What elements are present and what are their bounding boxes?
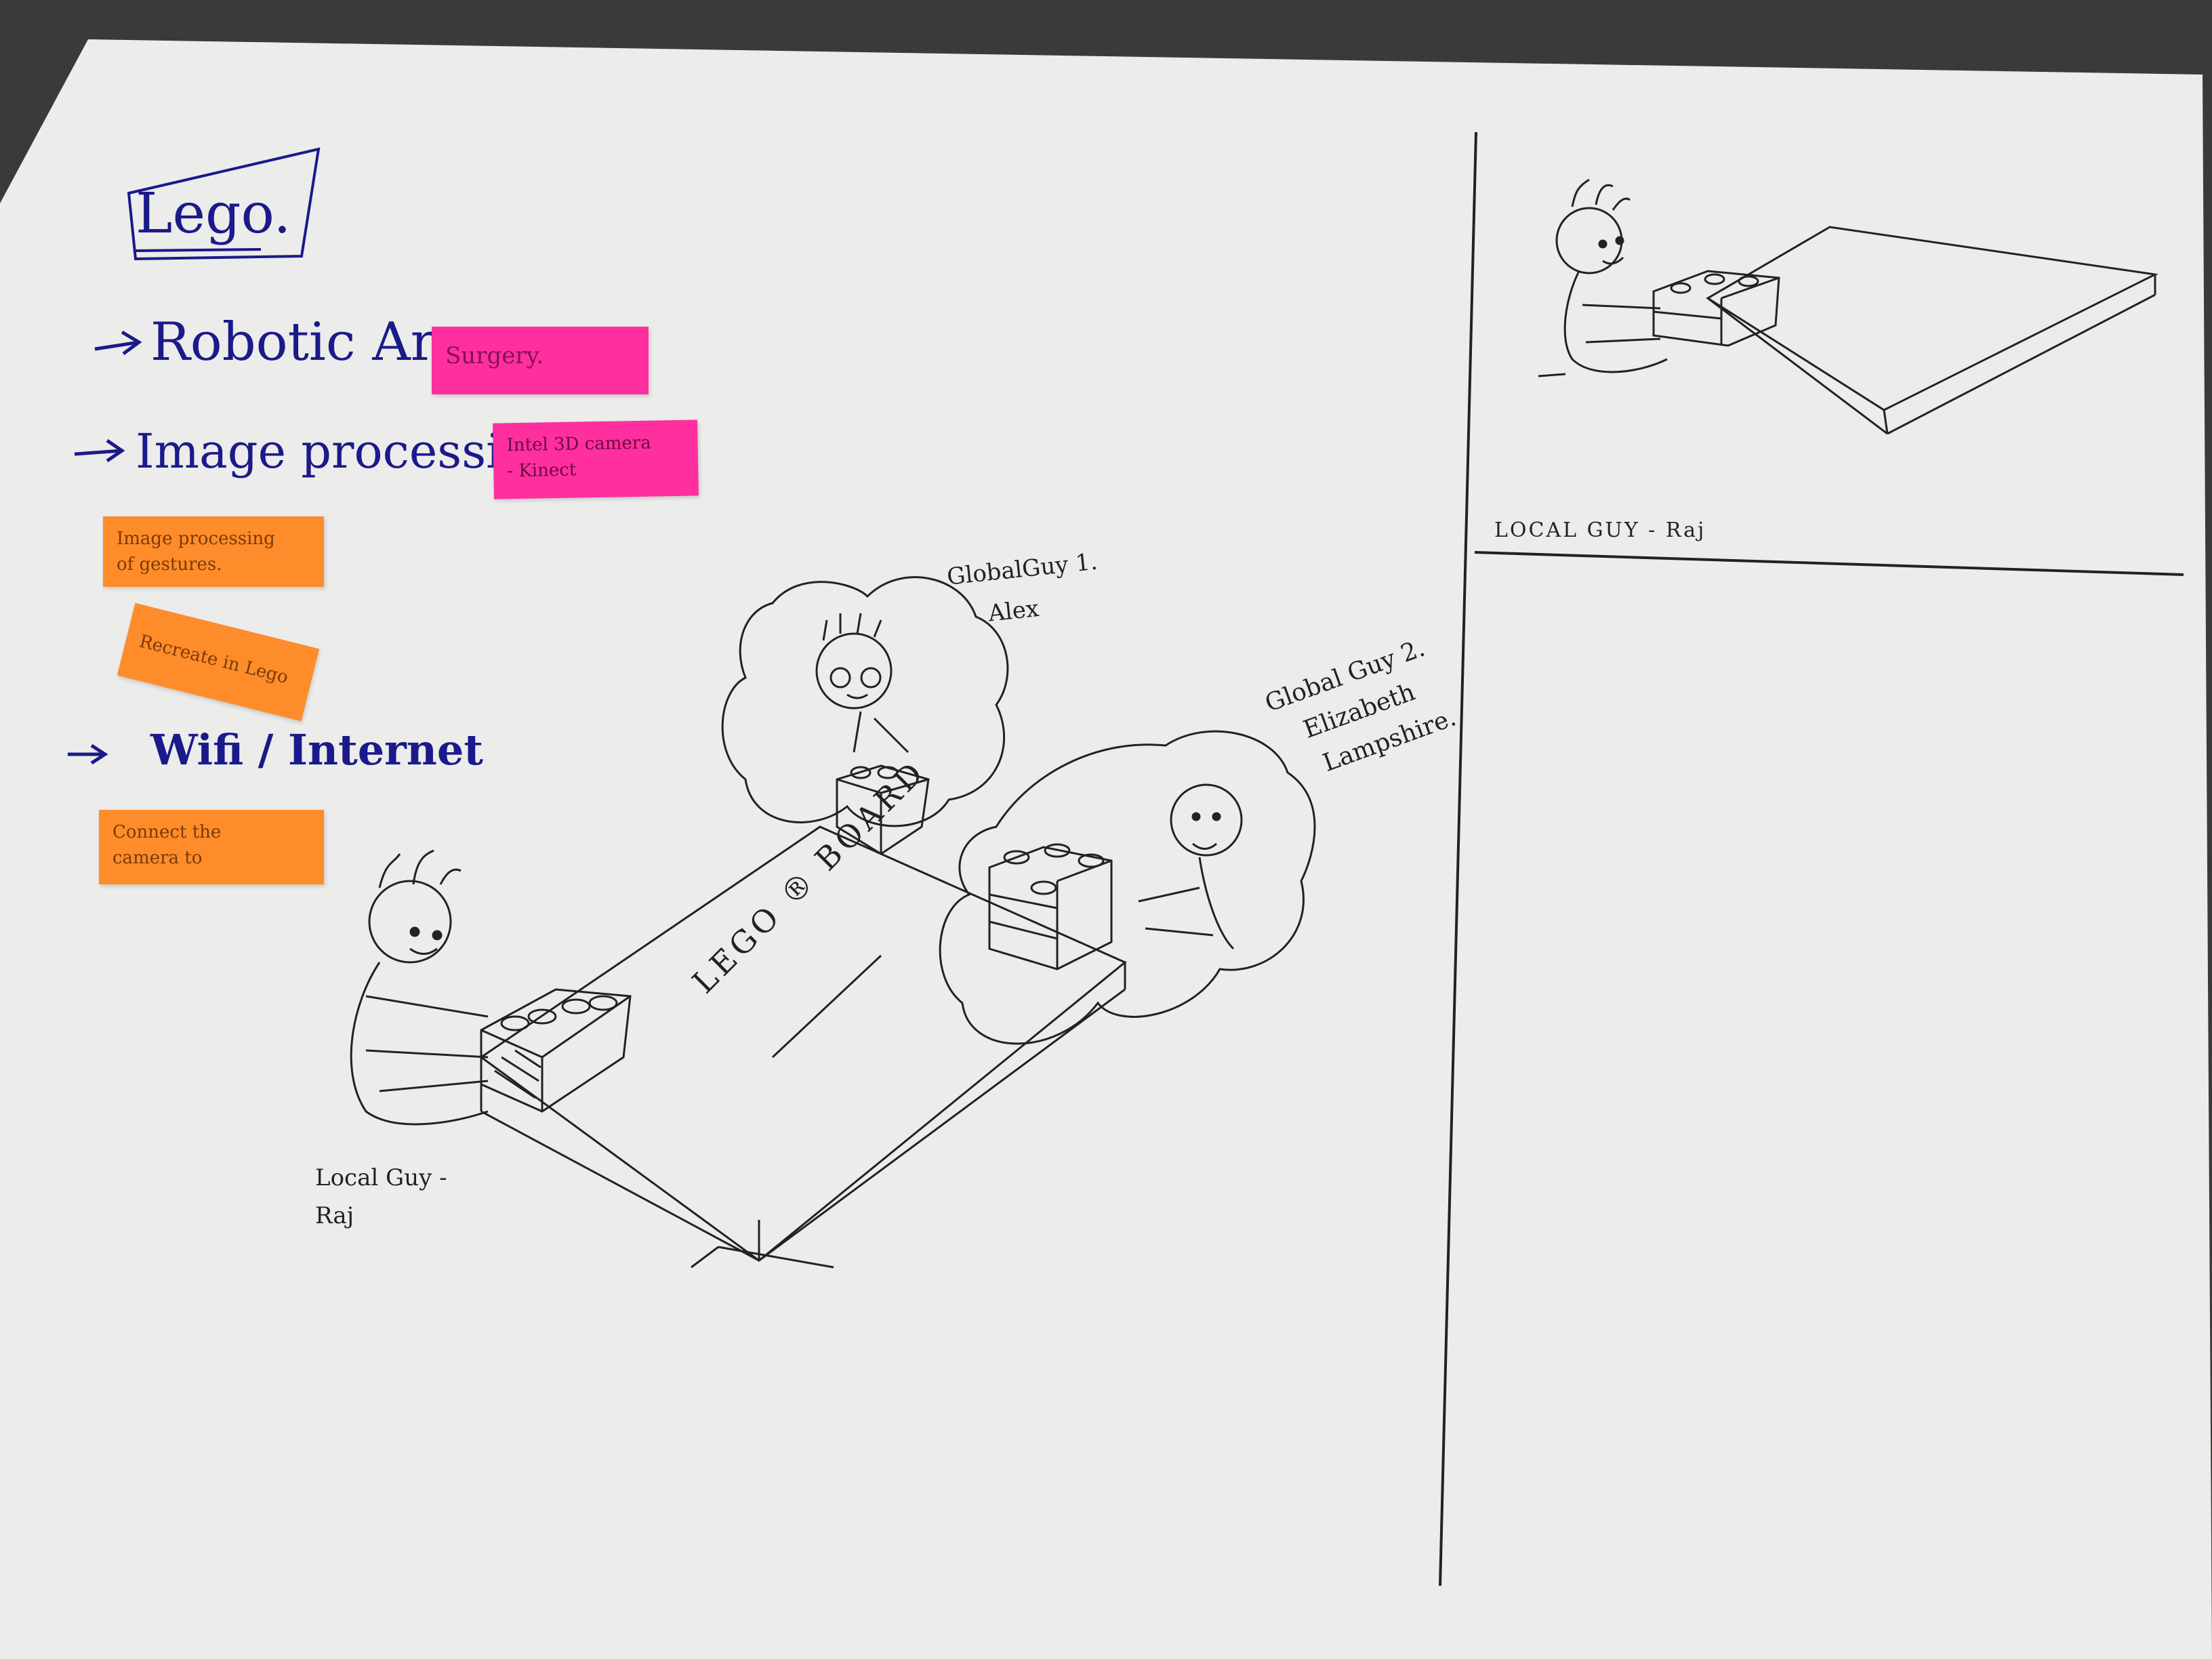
sticky-note-text: camera to bbox=[112, 848, 203, 868]
bullet-wifi-internet: Wifi / Internet bbox=[150, 725, 483, 775]
label-line: Local Guy - bbox=[315, 1164, 447, 1191]
page-title: Lego. bbox=[136, 182, 291, 246]
sticky-note-gestures: Image processing of gestures. bbox=[103, 516, 324, 587]
sticky-note-text: Image processing bbox=[117, 529, 275, 549]
sticky-note-text: - Kinect bbox=[507, 459, 577, 482]
sticky-note-text: of gestures. bbox=[117, 554, 222, 575]
arrow-icon bbox=[68, 330, 142, 765]
label-line: Raj bbox=[315, 1202, 354, 1229]
sticky-note-text: Recreate in Lego bbox=[137, 631, 291, 689]
global-guy-2-figure bbox=[939, 730, 1316, 1045]
local-guy-label: Local Guy - Raj bbox=[315, 1159, 447, 1235]
local-guy-figure bbox=[350, 849, 632, 1126]
global-guy-1-label: GlobalGuy 1. Alex bbox=[945, 541, 1103, 638]
bullet-image-processing: Image processing bbox=[136, 424, 562, 479]
paper-sheet bbox=[0, 39, 2212, 1659]
sticky-note-text: Connect the bbox=[112, 822, 222, 842]
panel-board-drawing bbox=[1538, 178, 2158, 435]
title-box bbox=[127, 147, 321, 261]
sticky-note-connect-camera: Connect the camera to bbox=[99, 810, 324, 884]
horizontal-divider bbox=[1474, 551, 2184, 576]
sticky-note-text: Intel 3D camera bbox=[506, 432, 651, 456]
sticky-note-surgery: Surgery. bbox=[432, 327, 649, 394]
sticky-note-text: Surgery. bbox=[445, 342, 544, 369]
sticky-note-intel-camera: Intel 3D camera - Kinect bbox=[493, 419, 699, 499]
global-guy-1-figure bbox=[721, 576, 1009, 855]
vertical-divider bbox=[1439, 131, 1477, 1586]
lego-board-drawing bbox=[479, 825, 1127, 1269]
panel-caption: LOCAL GUY - Raj bbox=[1494, 518, 1706, 542]
